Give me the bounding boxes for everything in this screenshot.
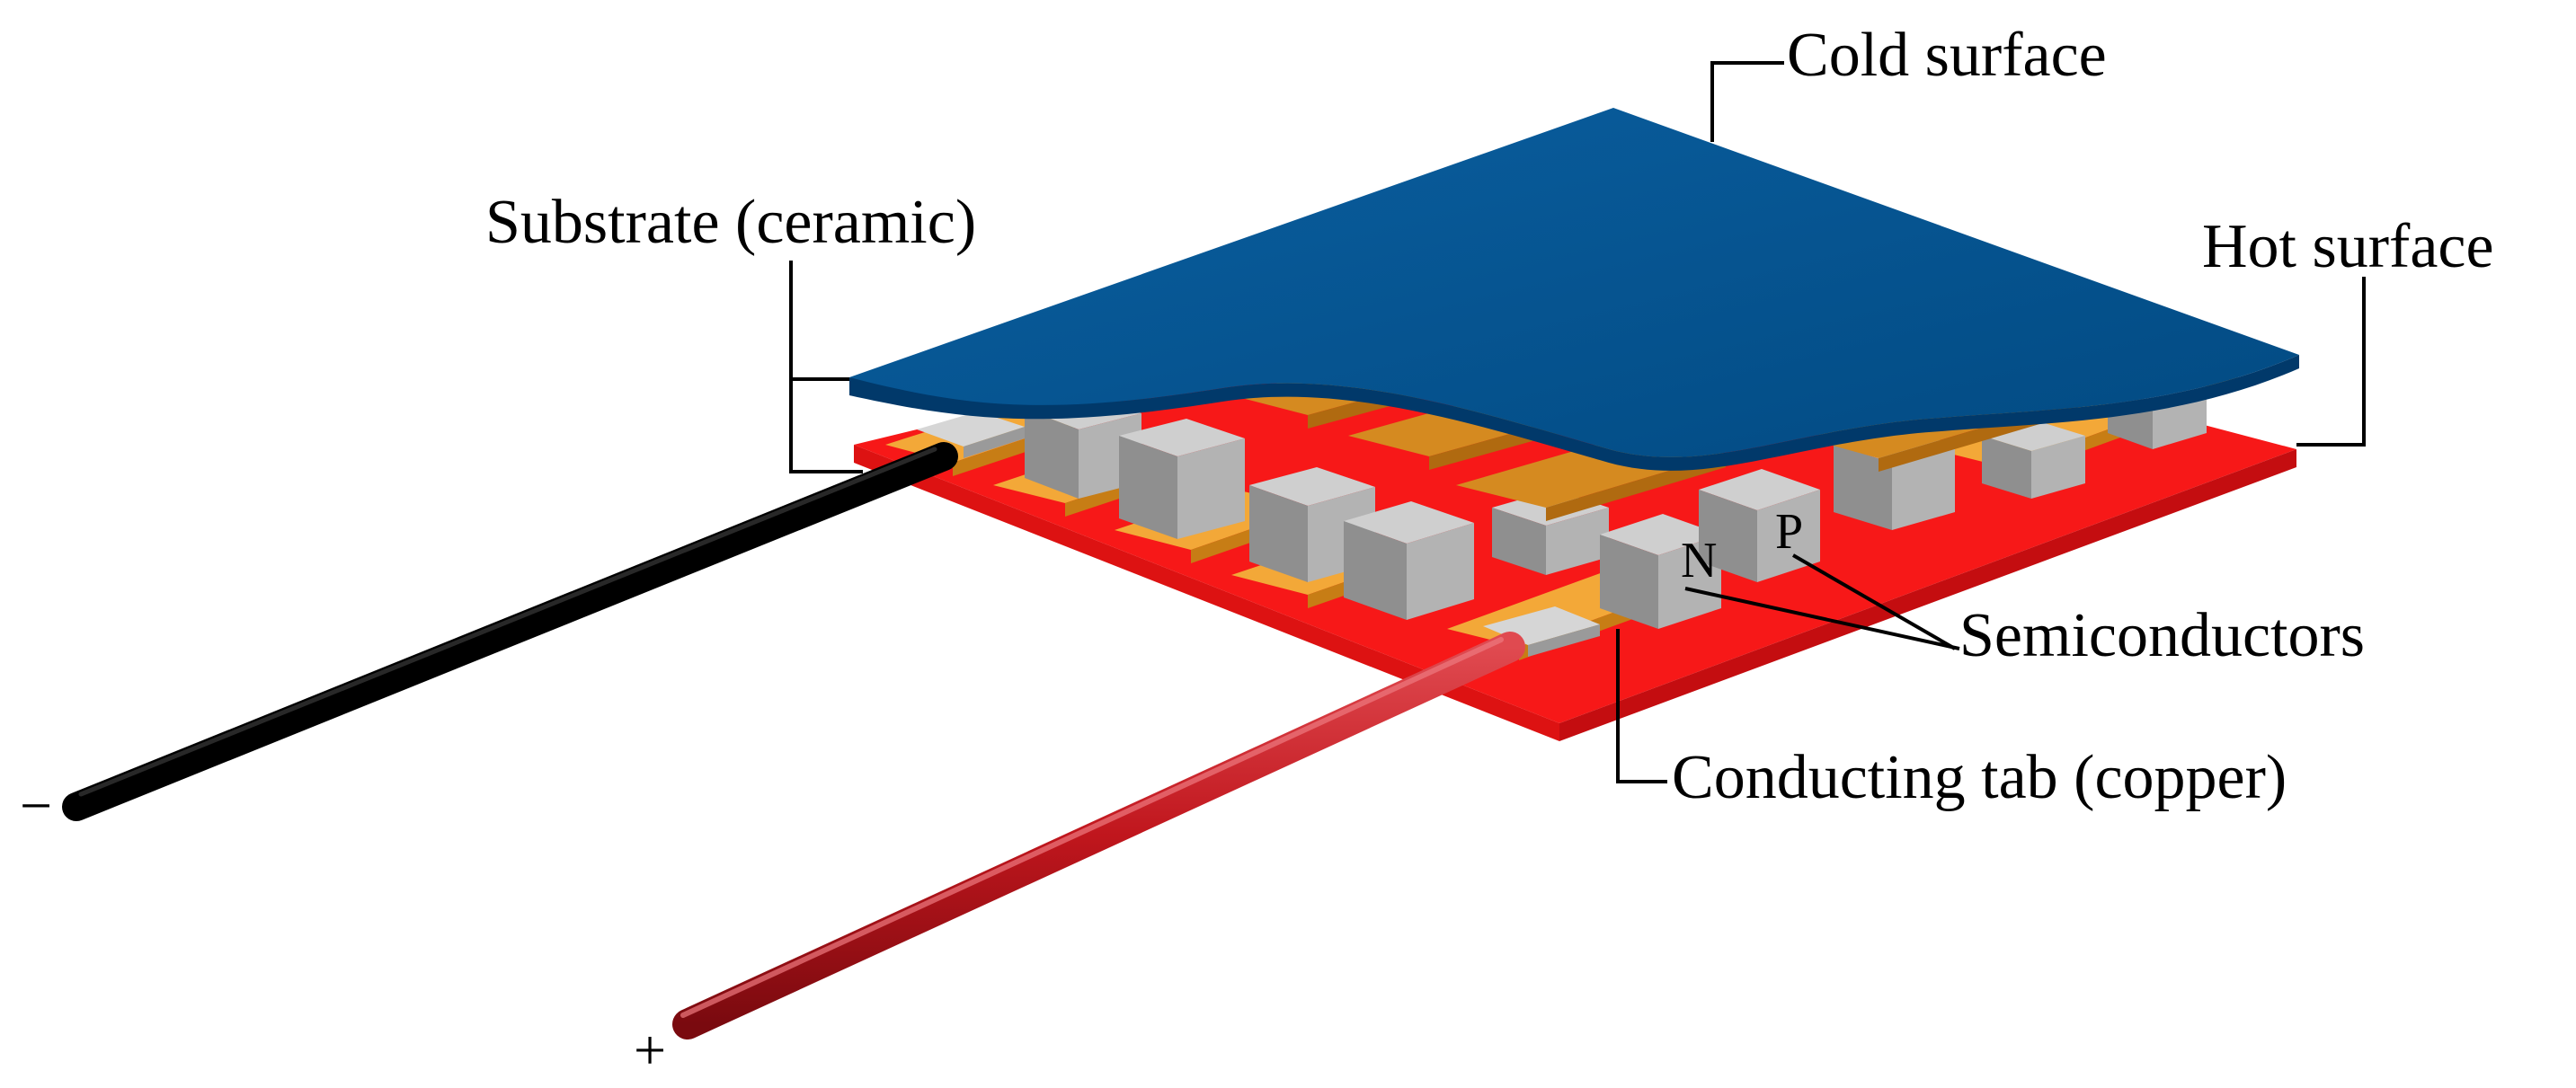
negative-wire	[62, 442, 958, 821]
pellet	[1982, 420, 2085, 499]
conducting-tab-label: Conducting tab (copper)	[1672, 743, 2287, 812]
positive-terminal-label: +	[634, 1018, 666, 1082]
conducting-tab-leader	[1616, 629, 1667, 783]
pellet	[1344, 501, 1474, 620]
hot-surface-leader	[2296, 277, 2366, 447]
p-type-pellet	[1699, 469, 1820, 582]
negative-terminal-label: −	[20, 774, 52, 837]
pellet	[1249, 467, 1375, 582]
semiconductor-leader-p	[1791, 553, 1957, 650]
substrate-leader	[789, 261, 863, 473]
hot-surface-label: Hot surface	[2202, 212, 2494, 281]
cold-surface-leader	[1710, 61, 1784, 142]
substrate-label: Substrate (ceramic)	[485, 188, 976, 257]
positive-wire	[672, 632, 1525, 1039]
p-type-label: P	[1775, 504, 1803, 560]
n-type-pellet	[1600, 514, 1721, 629]
semiconductor-leader-n	[1684, 587, 1960, 650]
n-type-label: N	[1681, 533, 1717, 588]
pellet	[1119, 419, 1245, 539]
semiconductors-label: Semiconductors	[1959, 601, 2365, 670]
cold-surface-label: Cold surface	[1787, 21, 2107, 90]
cold-surface-plate	[849, 108, 2299, 471]
leader-lines	[789, 61, 2366, 783]
